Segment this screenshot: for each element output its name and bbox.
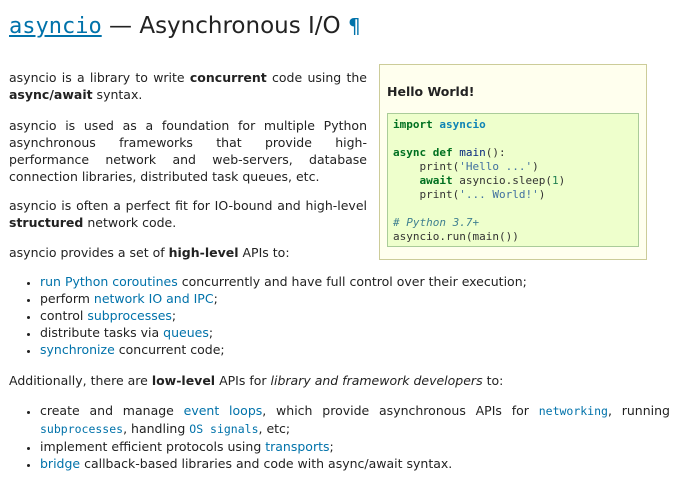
title-text: — Asynchronous I/O xyxy=(101,13,341,39)
permalink-pilcrow-icon[interactable]: ¶ xyxy=(347,14,361,38)
code-string: 'Hello ...' xyxy=(459,160,533,173)
intro-text: Additionally, there are xyxy=(9,373,152,388)
list-item-text: , handling xyxy=(123,421,190,436)
list-item-text: concurrent code; xyxy=(114,342,225,357)
synchronize-link[interactable]: synchronize xyxy=(40,342,115,357)
code-text: ) xyxy=(532,160,539,173)
code-string: '... World!' xyxy=(459,188,539,201)
list-item-text: ; xyxy=(171,308,177,323)
intro-text: network code. xyxy=(83,215,177,230)
list-item-text: distribute tasks via xyxy=(40,325,164,340)
list-item-text: create and manage xyxy=(40,403,184,418)
list-item: perform network IO and IPC; xyxy=(40,290,670,307)
code-text: asyncio.run(main()) xyxy=(393,230,519,243)
code-keyword: async xyxy=(393,146,427,159)
list-item-text: control xyxy=(40,308,88,323)
intro-paragraph-2: asyncio is used as a foundation for mult… xyxy=(9,118,367,184)
list-item-text: ; xyxy=(213,291,218,306)
code-module: asyncio xyxy=(439,118,486,131)
list-item: run Python coroutines concurrently and h… xyxy=(40,273,670,290)
run-coroutines-link[interactable]: run Python coroutines xyxy=(40,274,178,289)
code-text: print( xyxy=(393,160,460,173)
transports-link[interactable]: transports xyxy=(265,439,330,454)
low-level-intro: Additionally, there are low-level APIs f… xyxy=(9,372,649,389)
intro-bold-async-await: async/await xyxy=(9,87,93,102)
intro-text: asyncio is often a perfect fit for IO-bo… xyxy=(9,198,367,213)
intro-text: APIs for xyxy=(215,373,271,388)
intro-text: to: xyxy=(482,373,504,388)
os-signals-link[interactable]: OS signals xyxy=(189,422,259,436)
list-item-text: , running xyxy=(607,403,670,418)
intro-bold-structured: structured xyxy=(9,215,84,230)
intro-bold-high-level: high-level xyxy=(168,245,239,260)
list-item-text: concurrently and have full control over … xyxy=(177,274,527,289)
list-item: implement efficient protocols using tran… xyxy=(40,438,670,455)
queues-link[interactable]: queues xyxy=(163,325,209,340)
list-item-text: ; xyxy=(329,439,334,454)
list-item: create and manage event loops, which pro… xyxy=(40,402,670,438)
code-text: ) xyxy=(538,188,546,201)
code-text: print( xyxy=(393,188,460,201)
code-keyword: await xyxy=(419,174,453,187)
intro-text: syntax. xyxy=(92,87,143,102)
high-level-api-list: run Python coroutines concurrently and h… xyxy=(9,273,670,358)
list-item-text: , which provide asynchronous APIs for xyxy=(262,403,539,418)
hello-world-code-block: import asyncio async def main(): print('… xyxy=(387,113,639,247)
intro-text: asyncio is a library to write xyxy=(9,70,190,85)
code-keyword: import xyxy=(393,118,433,131)
list-item-text: perform xyxy=(40,291,94,306)
subprocesses-api-link[interactable]: subprocesses xyxy=(40,422,124,436)
hello-world-sidebar: Hello World! import asyncio async def ma… xyxy=(379,64,647,260)
code-text: ) xyxy=(558,174,566,187)
code-number: 1 xyxy=(551,174,559,187)
list-item: control subprocesses; xyxy=(40,307,670,324)
network-io-ipc-link[interactable]: network IO and IPC xyxy=(93,291,214,306)
page-title: asyncio — Asynchronous I/O ¶ xyxy=(9,10,361,43)
intro-italic-developers: library and framework developers xyxy=(270,373,483,388)
sidebar-title: Hello World! xyxy=(387,84,475,99)
intro-text: asyncio provides a set of xyxy=(9,245,169,260)
intro-paragraph-1: asyncio is a library to write concurrent… xyxy=(9,69,367,103)
low-level-api-list: create and manage event loops, which pro… xyxy=(9,402,670,472)
list-item-text: , etc; xyxy=(258,421,291,436)
asyncio-title-link[interactable]: asyncio xyxy=(9,14,102,39)
list-item: distribute tasks via queues; xyxy=(40,324,670,341)
list-item-text: implement efficient protocols using xyxy=(40,439,266,454)
intro-text: APIs to: xyxy=(238,245,290,260)
event-loops-link[interactable]: event loops xyxy=(183,403,263,418)
intro-bold-concurrent: concurrent xyxy=(189,70,267,85)
code-function-name: main xyxy=(459,146,486,159)
code-keyword: def xyxy=(432,146,453,159)
intro-text: code using the xyxy=(266,70,367,85)
list-item: synchronize concurrent code; xyxy=(40,341,670,358)
code-comment: # Python 3.7+ xyxy=(393,216,480,229)
code-text: (): xyxy=(485,146,506,159)
networking-link[interactable]: networking xyxy=(538,404,608,418)
intro-paragraph-3: asyncio is often a perfect fit for IO-bo… xyxy=(9,197,367,231)
code-text xyxy=(393,174,420,187)
code-text: asyncio.sleep( xyxy=(452,174,552,187)
subprocesses-link[interactable]: subprocesses xyxy=(87,308,172,323)
list-item-text: callback-based libraries and code with a… xyxy=(80,456,453,471)
intro-bold-low-level: low-level xyxy=(151,373,216,388)
list-item-text: ; xyxy=(208,325,214,340)
high-level-intro: asyncio provides a set of high-level API… xyxy=(9,244,649,261)
bridge-link[interactable]: bridge xyxy=(40,456,81,471)
list-item: bridge callback-based libraries and code… xyxy=(40,455,670,472)
